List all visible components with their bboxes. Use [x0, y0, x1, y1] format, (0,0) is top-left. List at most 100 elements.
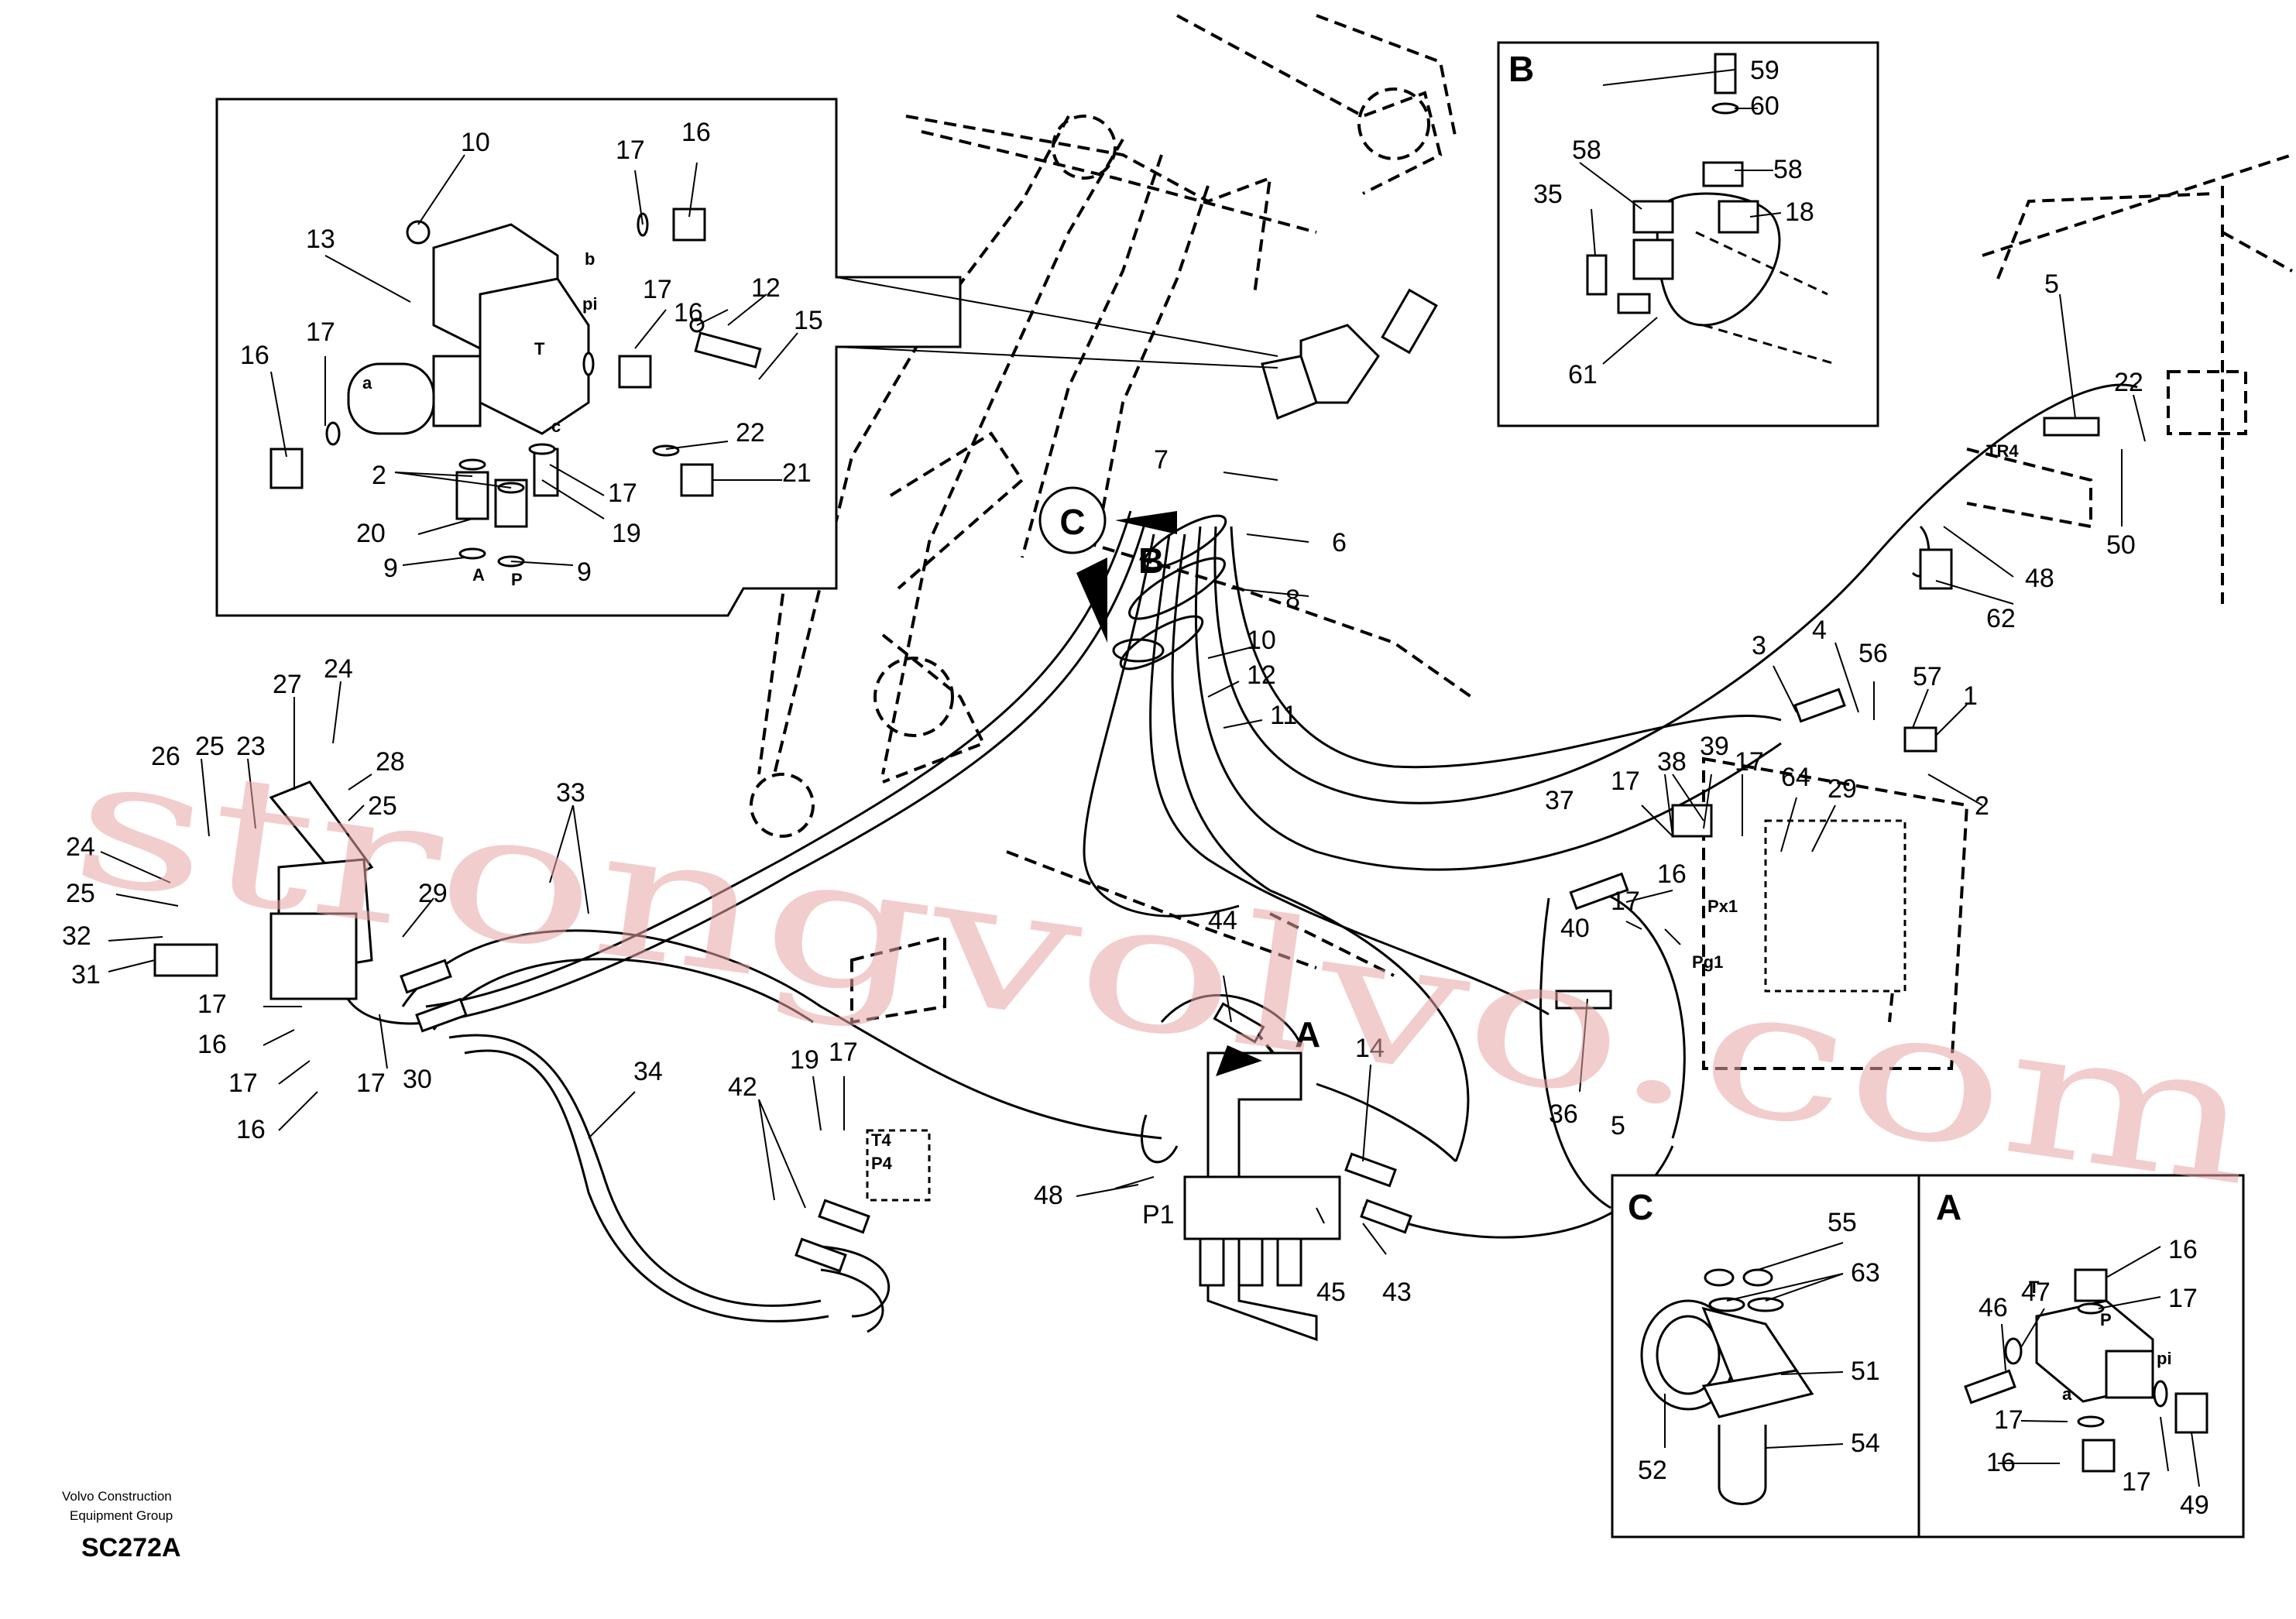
machine-boom-outline — [750, 14, 2293, 1070]
label-26: 26 — [151, 742, 180, 771]
footer: Volvo Construction Equipment Group SC272… — [62, 1489, 181, 1562]
callout-b-arrow — [1076, 557, 1107, 643]
label-58-right: 58 — [1773, 155, 1803, 184]
label-22: 22 — [2114, 368, 2143, 397]
label-35: 35 — [1533, 180, 1563, 209]
label-57: 57 — [1913, 662, 1942, 691]
label-3: 3 — [1752, 631, 1766, 660]
label-54: 54 — [1851, 1429, 1880, 1458]
label-24-left: 24 — [66, 832, 95, 862]
callout-c-circle: C — [1059, 502, 1085, 542]
label-12: 12 — [1247, 660, 1276, 690]
detail-c-a-inset — [1611, 1174, 2245, 1538]
port-a-inset-a: a — [2062, 1384, 2072, 1404]
label-1: 1 — [1963, 681, 1978, 711]
port-px1: Px1 — [1707, 897, 1738, 916]
label-9-inset-right: 9 — [577, 557, 592, 587]
hydraulic-hoses — [339, 383, 2138, 1333]
label-9-inset-left: 9 — [383, 554, 398, 583]
label-17-inset-mid: 17 — [643, 275, 672, 304]
label-19-lower: 19 — [790, 1045, 819, 1075]
label-27: 27 — [273, 670, 302, 699]
label-10: 10 — [1247, 626, 1276, 655]
label-24-top: 24 — [324, 654, 353, 684]
label-29-pedal: 29 — [418, 879, 448, 908]
label-36: 36 — [1549, 1099, 1578, 1129]
label-17-pedal-c: 17 — [356, 1068, 386, 1098]
port-p-inset-a: P — [2100, 1310, 2112, 1329]
label-16-inset-top: 16 — [681, 118, 711, 147]
label-16-a-low: 16 — [1986, 1448, 2016, 1477]
label-17-a-mid: 17 — [1994, 1405, 2023, 1435]
port-p: P — [511, 570, 523, 589]
port-tr4: TR4 — [1986, 441, 2019, 461]
label-6: 6 — [1332, 528, 1347, 557]
watermark: strongvolvo.com — [61, 715, 2268, 1226]
label-28: 28 — [376, 747, 405, 777]
label-49: 49 — [2180, 1490, 2209, 1520]
label-56: 56 — [1858, 639, 1888, 668]
label-16-pedal-b: 16 — [236, 1115, 266, 1144]
label-40: 40 — [1560, 914, 1590, 943]
label-4: 4 — [1812, 616, 1827, 645]
label-61: 61 — [1568, 360, 1598, 389]
callouts: C B A B C A — [1038, 49, 1961, 1227]
callout-b-label: B — [1138, 540, 1164, 581]
label-10-inset: 10 — [461, 128, 490, 157]
port-p1: P1 — [1142, 1200, 1175, 1230]
port-t4: T4 — [871, 1130, 891, 1150]
label-51: 51 — [1851, 1357, 1880, 1386]
label-17-pedal-a: 17 — [197, 990, 227, 1019]
label-37: 37 — [1545, 786, 1574, 815]
label-45: 45 — [1316, 1278, 1346, 1307]
label-2: 2 — [1975, 791, 1989, 821]
label-42: 42 — [728, 1072, 757, 1102]
footer-line-2: Equipment Group — [70, 1508, 173, 1523]
label-22-inset: 22 — [736, 418, 765, 448]
valve-detail-inset — [215, 98, 1278, 617]
label-5: 5 — [2044, 269, 2059, 299]
callout-a-label: A — [1295, 1014, 1320, 1055]
label-33: 33 — [556, 778, 585, 808]
label-17-cv-a: 17 — [1611, 767, 1640, 796]
label-52: 52 — [1638, 1456, 1667, 1485]
port-t-inset-a: T — [2029, 1278, 2040, 1297]
label-31: 31 — [71, 960, 101, 990]
label-17-inset-left: 17 — [306, 317, 335, 347]
port-pi-inset-a: pi — [2157, 1349, 2172, 1368]
label-58-left: 58 — [1572, 135, 1601, 165]
label-16-pedal-a: 16 — [197, 1030, 227, 1059]
label-29-cv: 29 — [1828, 774, 1857, 804]
label-47: 47 — [2021, 1278, 2051, 1307]
label-60: 60 — [1750, 91, 1779, 121]
label-20: 20 — [356, 519, 386, 548]
leader-lines — [100, 69, 2200, 1487]
label-48-lower: 48 — [1034, 1181, 1063, 1210]
inset-c-title: C — [1628, 1187, 1653, 1227]
label-17-cv-c: 17 — [1611, 887, 1640, 916]
label-17-a-top: 17 — [2168, 1284, 2198, 1313]
inset-a-title: A — [1936, 1187, 1961, 1227]
label-18: 18 — [1785, 197, 1814, 227]
callout-a-arrow — [1216, 1045, 1262, 1076]
label-14: 14 — [1355, 1034, 1385, 1063]
drawing-code: SC272A — [81, 1533, 181, 1562]
label-23: 23 — [236, 732, 266, 761]
label-25-right: 25 — [368, 791, 397, 821]
label-17-lower-mid: 17 — [829, 1038, 858, 1067]
port-pi: pi — [582, 294, 598, 314]
label-55: 55 — [1828, 1208, 1857, 1237]
label-17-inset-low: 17 — [608, 478, 637, 508]
label-17-pedal-b: 17 — [228, 1068, 258, 1098]
label-50: 50 — [2106, 530, 2136, 560]
label-16-inset-mid: 16 — [674, 298, 703, 328]
label-34: 34 — [633, 1057, 663, 1086]
label-43: 43 — [1382, 1278, 1412, 1307]
label-39: 39 — [1700, 732, 1729, 761]
label-44: 44 — [1208, 906, 1237, 935]
callout-c-arrow — [1115, 511, 1177, 534]
inset-b-title: B — [1508, 49, 1534, 89]
label-62: 62 — [1986, 604, 2016, 633]
label-64: 64 — [1781, 763, 1810, 792]
port-p4: P4 — [871, 1154, 893, 1173]
